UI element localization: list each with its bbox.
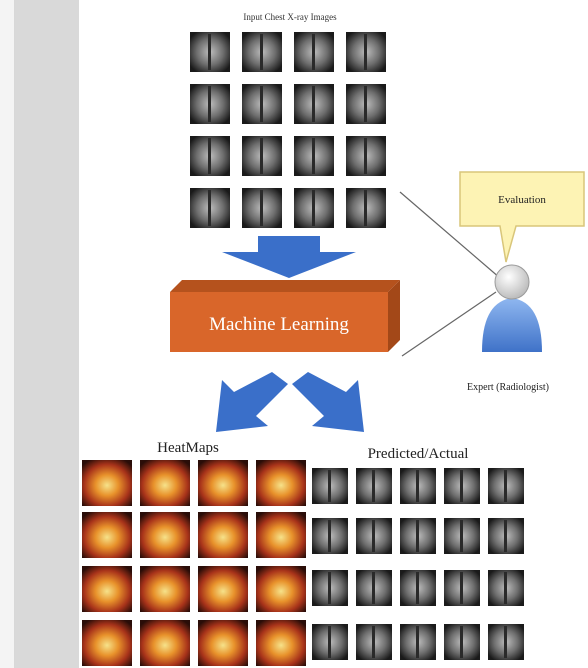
connector-line [399,191,501,279]
xray-thumbnail [242,136,282,176]
heatmap-thumbnail [82,460,132,506]
xray-thumbnail [346,188,386,228]
left-margin-strip [0,0,15,668]
xray-thumbnail [312,518,348,554]
xray-thumbnail [190,32,230,72]
heatmap-thumbnail [256,512,306,558]
person-icon [482,264,542,352]
xray-thumbnail [444,518,480,554]
xray-thumbnail [294,32,334,72]
xray-thumbnail [312,468,348,504]
heatmap-thumbnail [140,566,190,612]
heatmap-thumbnail [198,566,248,612]
xray-thumbnail [400,468,436,504]
heatmap-thumbnail [198,512,248,558]
xray-thumbnail [346,84,386,124]
xray-thumbnail [312,624,348,660]
connector-line [401,291,497,357]
predicted-grid [312,468,524,660]
heatmap-thumbnail [82,512,132,558]
xray-thumbnail [190,188,230,228]
xray-thumbnail [356,570,392,606]
input-xray-grid [190,32,386,228]
xray-thumbnail [488,468,524,504]
xray-thumbnail [356,624,392,660]
xray-thumbnail [242,188,282,228]
xray-thumbnail [190,84,230,124]
heatmap-thumbnail [256,566,306,612]
down-arrow-icon [222,236,356,278]
heatmap-thumbnail [140,620,190,666]
xray-thumbnail [294,188,334,228]
heatmap-grid [82,460,306,666]
input-title: Input Chest X-ray Images [243,12,337,22]
xray-thumbnail [356,468,392,504]
heatmap-thumbnail [140,512,190,558]
left-gray-band [15,0,79,668]
xray-thumbnail [356,518,392,554]
heatmap-thumbnail [256,460,306,506]
speech-callout: Evaluation [459,171,585,263]
machine-learning-label: Machine Learning [209,314,349,335]
xray-thumbnail [400,518,436,554]
predicted-actual-title: Predicted/Actual [368,446,469,462]
heatmap-thumbnail [198,620,248,666]
xray-thumbnail [312,570,348,606]
heatmap-thumbnail [140,460,190,506]
xray-thumbnail [488,570,524,606]
xray-thumbnail [488,624,524,660]
xray-thumbnail [346,136,386,176]
down-right-arrow-icon [292,372,364,432]
expert-label: Expert (Radiologist) [467,382,549,393]
xray-thumbnail [190,136,230,176]
xray-thumbnail [400,570,436,606]
down-left-arrow-icon [216,372,288,432]
heatmap-thumbnail [82,566,132,612]
xray-thumbnail [444,624,480,660]
xray-thumbnail [488,518,524,554]
machine-learning-box: Machine Learning [170,280,400,352]
heatmap-thumbnail [82,620,132,666]
xray-thumbnail [242,84,282,124]
heatmap-thumbnail [198,460,248,506]
evaluation-label: Evaluation [498,194,546,206]
xray-thumbnail [444,468,480,504]
xray-thumbnail [294,84,334,124]
xray-thumbnail [346,32,386,72]
heatmap-thumbnail [256,620,306,666]
xray-thumbnail [444,570,480,606]
heatmaps-title: HeatMaps [157,440,219,456]
xray-thumbnail [400,624,436,660]
xray-thumbnail [294,136,334,176]
xray-thumbnail [242,32,282,72]
